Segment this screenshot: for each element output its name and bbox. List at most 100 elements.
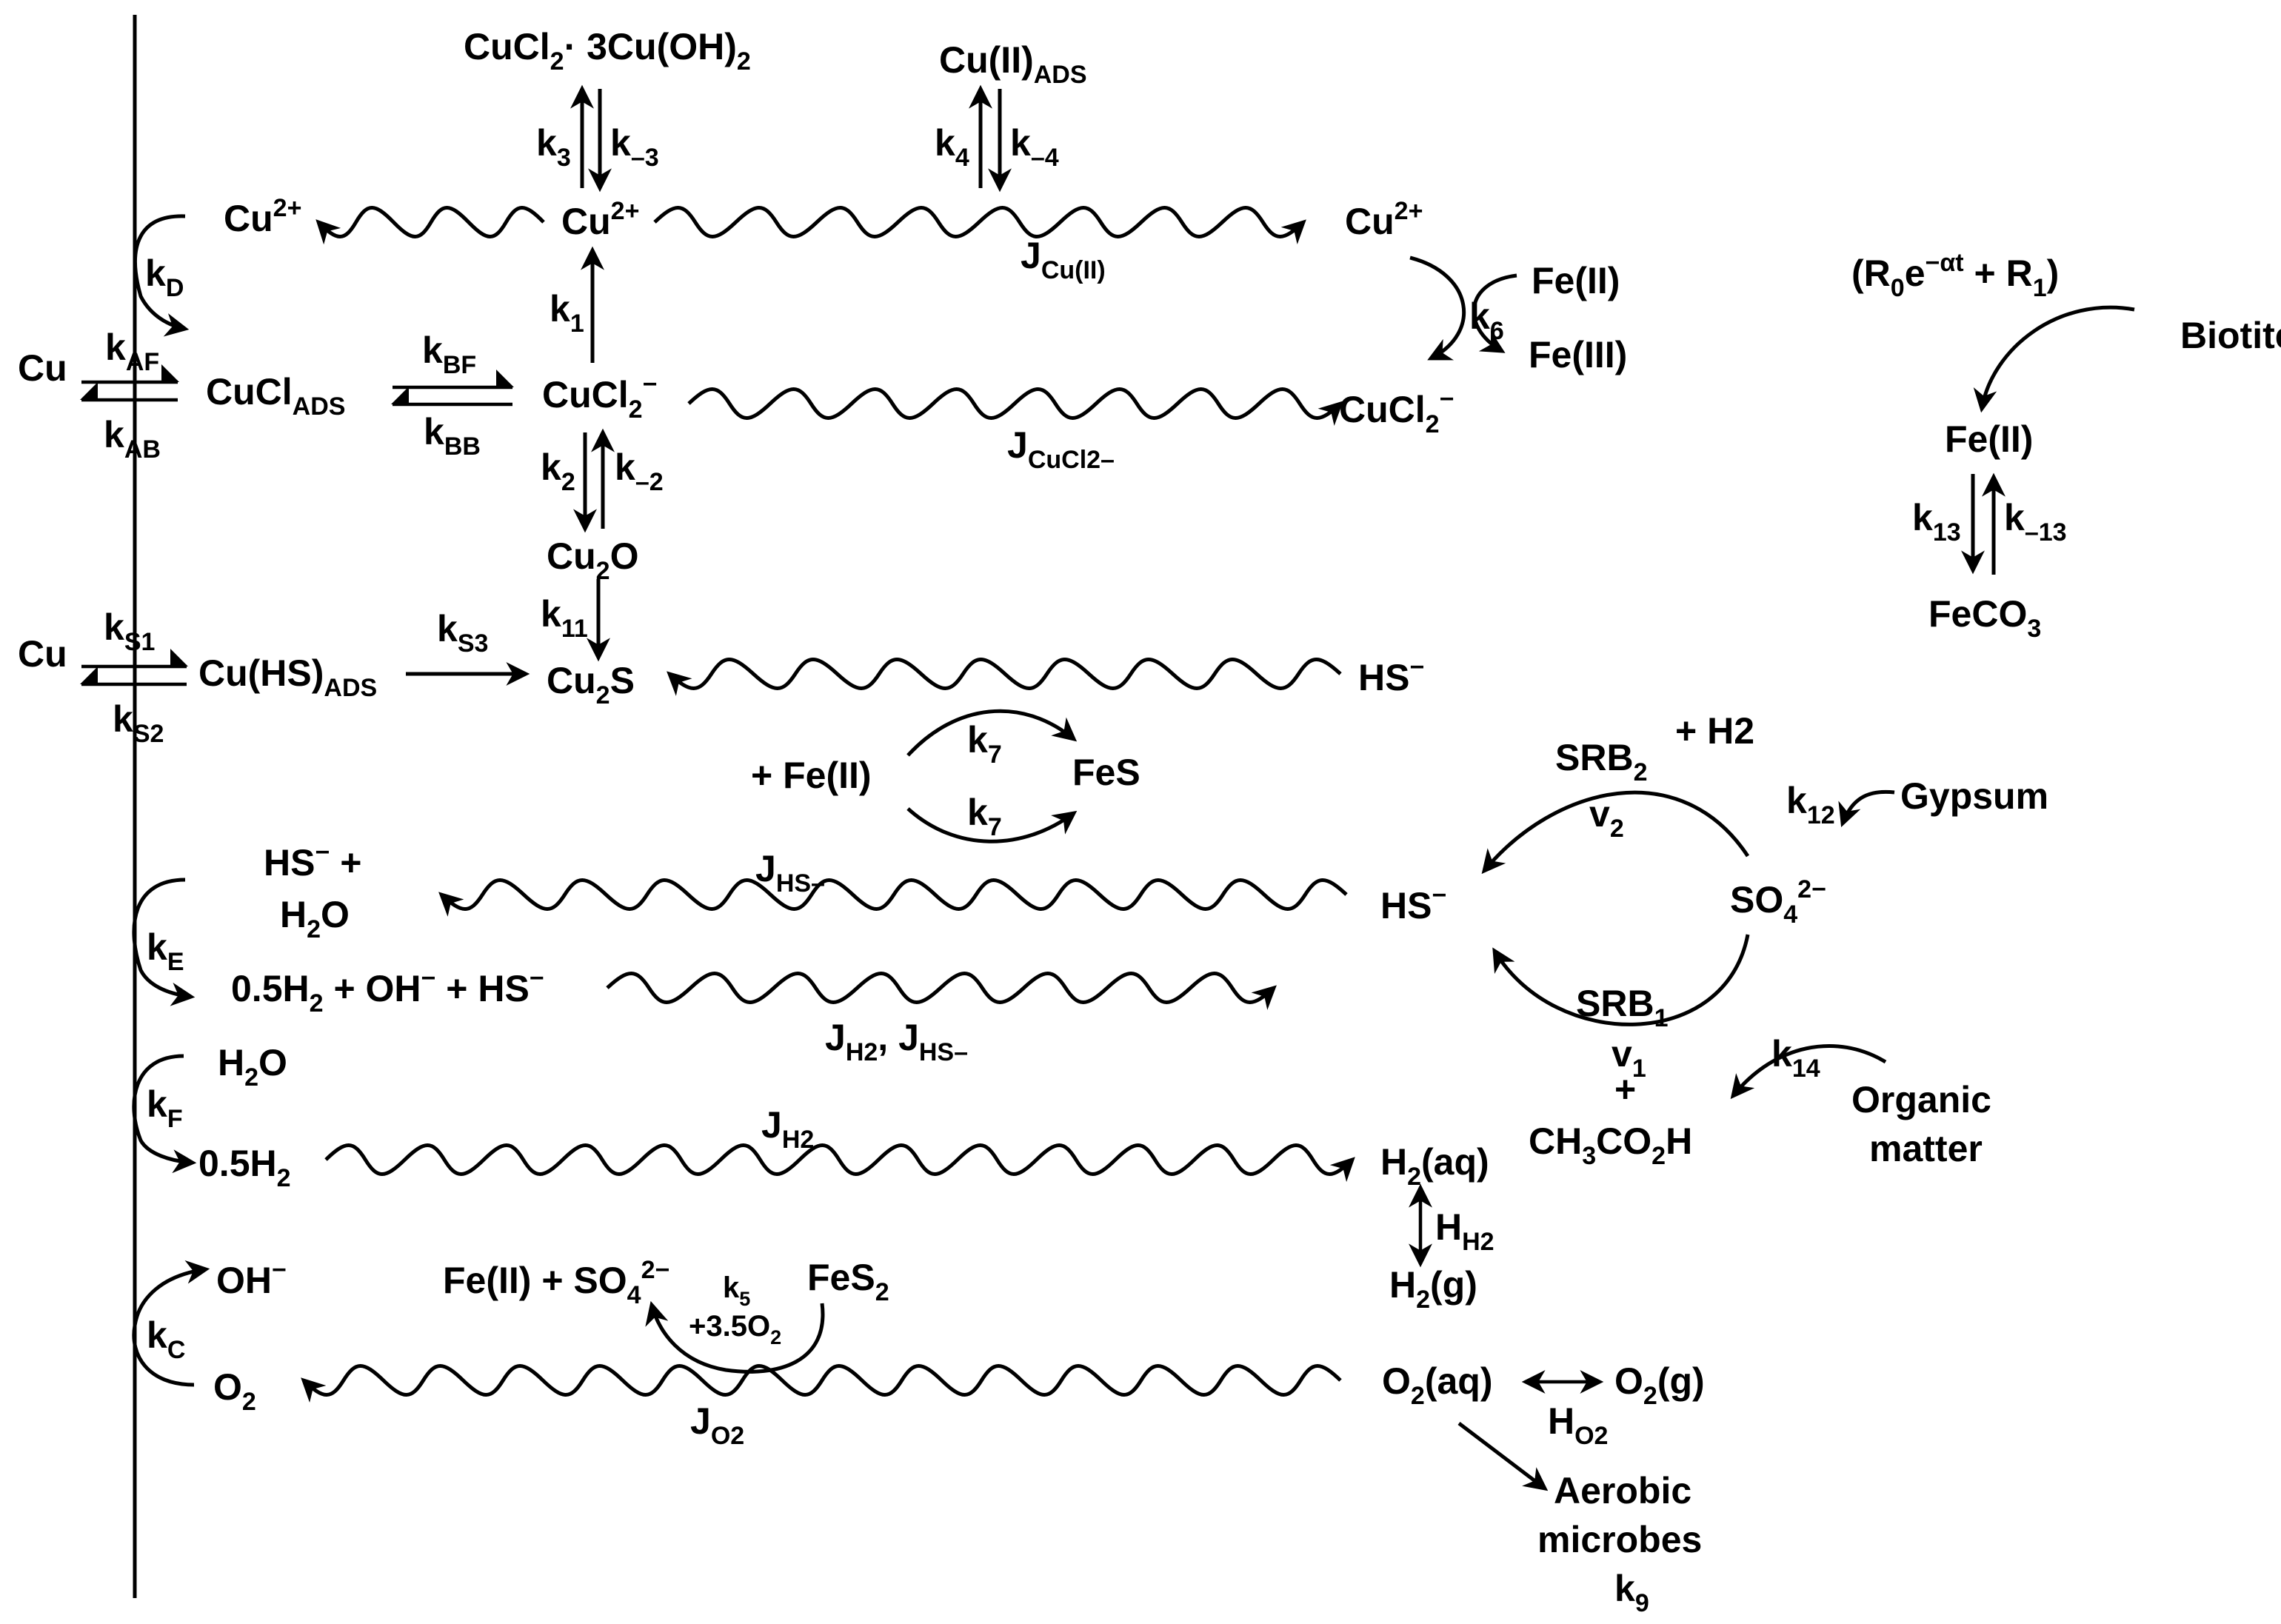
wave-cucl2: [687, 387, 1343, 426]
species-hs-h2o-2: H2O: [280, 894, 350, 943]
species-fes2: FeS2: [807, 1257, 889, 1306]
arrow-k5: [645, 1300, 825, 1374]
species-srb1: SRB1: [1576, 983, 1669, 1032]
wave-hs-cu2s: [667, 658, 1342, 696]
arrow-kE: [132, 878, 196, 1006]
species-k5-o2: +3.5O2: [689, 1310, 781, 1349]
species-cu2p-right: Cu2+: [1345, 197, 1423, 242]
arrow-srb2: [1481, 790, 1750, 875]
arrow-k14: [1730, 1044, 1887, 1100]
species-fe-ii-biotite: Fe(II): [1945, 418, 2033, 460]
arrow-k12: [1838, 789, 1895, 827]
arrow-kD: [133, 214, 190, 337]
species-o2aq: O2(aq): [1382, 1360, 1492, 1410]
rate-k7-bottom: k7: [967, 792, 1002, 841]
species-oh-C: OH−: [216, 1256, 287, 1301]
species-h2aq: H2(aq): [1380, 1141, 1489, 1191]
rate-k4: k4: [935, 122, 969, 172]
species-hs-right: HS−: [1358, 653, 1424, 698]
species-srb2: SRB2: [1555, 737, 1648, 786]
rate-k-13: k–13: [2004, 497, 2067, 547]
arrow-srb1: [1492, 934, 1750, 1026]
rate-kS1: kS1: [104, 607, 155, 656]
rate-kS3: kS3: [437, 608, 488, 658]
rate-k7-top: k7: [967, 719, 1002, 769]
species-o2g: O2(g): [1614, 1360, 1705, 1410]
flux-jh2-hs: JH2, JHS–: [825, 1017, 968, 1066]
arrow-k7-bottom: [906, 807, 1078, 843]
species-h2o-F: H2O: [218, 1042, 287, 1092]
species-aerobic-2: microbes: [1537, 1519, 1702, 1560]
species-organic-2: matter: [1869, 1128, 1983, 1169]
wave-hs-left: [438, 878, 1348, 917]
rate-kE: kE: [147, 926, 184, 976]
arrow-kF: [132, 1054, 197, 1174]
species-v2: v2: [1589, 793, 1624, 843]
species-fe-iii-k6: Fe(III): [1529, 334, 1627, 375]
species-cu2p-mid: Cu2+: [561, 197, 639, 242]
species-fes: FeS: [1072, 752, 1140, 793]
rate-k12: k12: [1786, 780, 1835, 829]
species-biotite-rate: (R0e−αt + R1): [1851, 249, 2059, 302]
arrow-aerobic: [1457, 1422, 1549, 1491]
species-aerobic-1: Aerobic: [1554, 1470, 1691, 1511]
species-h2-oh-hs: 0.5H2 + OH− + HS−: [231, 964, 544, 1017]
species-hs-h2o-1: HS− +: [264, 838, 361, 883]
species-cuhs-ads: Cu(HS)ADS: [198, 652, 377, 702]
species-so4: SO42−: [1730, 875, 1826, 929]
flux-jhs: JHS–: [755, 848, 825, 898]
species-plus: +: [1614, 1069, 1636, 1110]
arrow-biotite: [1973, 305, 2135, 413]
species-cu-left: Cu: [18, 347, 67, 389]
rate-k3: k3: [536, 122, 571, 172]
arrow-k6-fe: [1472, 273, 1517, 353]
species-fe-so4: Fe(II) + SO42−: [443, 1256, 669, 1309]
species-h2-F: 0.5H2: [198, 1143, 291, 1192]
species-cu-s: Cu: [18, 633, 67, 675]
wave-cu2-left: [315, 206, 545, 245]
rate-kAB: kAB: [104, 414, 161, 464]
arrow-kC-path: [132, 1260, 210, 1387]
species-gypsum: Gypsum: [1900, 775, 2048, 817]
rate-ho2: HO2: [1548, 1400, 1608, 1450]
species-cu2p-left: Cu2+: [224, 194, 301, 239]
rate-k14: k14: [1771, 1033, 1820, 1083]
species-cucl-ads: CuClADS: [206, 371, 345, 421]
rate-kBF: kBF: [422, 330, 476, 379]
rate-kC: kC: [147, 1314, 185, 1364]
species-feco3: FeCO3: [1928, 593, 2041, 643]
species-o2-C: O2: [213, 1366, 256, 1416]
rate-kAF: kAF: [105, 327, 159, 376]
arrow-k6-cu: [1409, 255, 1466, 361]
species-k9: k9: [1614, 1568, 1649, 1617]
arrow-k7-top: [906, 709, 1078, 757]
species-cucl2-3cuoh2: CuCl2· 3Cu(OH)2: [464, 26, 751, 76]
species-v1: v1: [1612, 1033, 1646, 1083]
species-cucl2-mid: CuCl2−: [542, 370, 657, 424]
wave-o2: [301, 1364, 1342, 1403]
species-fe-ii-plus: + Fe(II): [751, 755, 872, 796]
species-ch3co2h: CH3CO2H: [1529, 1120, 1692, 1170]
species-cuII-ads: Cu(II)ADS: [939, 39, 1087, 89]
species-plus-h2: + H2: [1675, 710, 1754, 752]
rate-k2: k2: [541, 447, 575, 496]
flux-jcucl2: JCuCl2–: [1007, 424, 1115, 474]
rate-k-3: k–3: [610, 122, 659, 172]
wave-h2-hs-right: [606, 972, 1277, 1010]
rate-kBB: kBB: [424, 411, 481, 461]
species-biotite: Biotite: [2180, 315, 2281, 356]
flux-jh2: JH2: [761, 1104, 814, 1154]
flux-jo2: JO2: [690, 1400, 744, 1450]
rate-k5: k5: [723, 1272, 750, 1310]
rate-k6: k6: [1469, 295, 1504, 345]
species-organic-1: Organic: [1851, 1079, 1991, 1120]
rate-k-2: k–2: [615, 447, 664, 496]
rate-hh2: HH2: [1435, 1206, 1494, 1256]
species-hs-srb: HS−: [1380, 881, 1446, 926]
species-fe-ii-k6: Fe(II): [1532, 260, 1620, 301]
wave-cu2-right: [653, 206, 1306, 244]
wave-h2: [324, 1143, 1355, 1183]
